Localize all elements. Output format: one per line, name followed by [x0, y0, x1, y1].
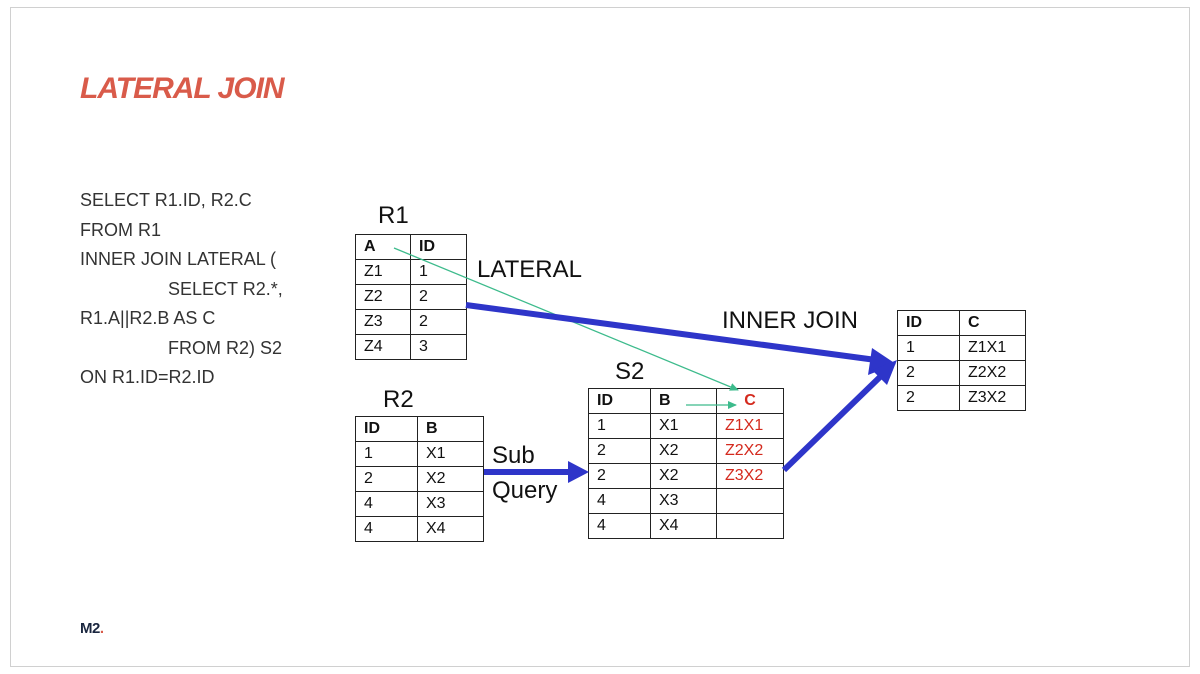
table-cell: [716, 513, 784, 539]
subquery-label-query: Query: [492, 477, 558, 504]
r2-label: R2: [383, 386, 414, 413]
table-row: 4 X3: [355, 491, 484, 517]
table-row: 2 X2: [355, 466, 484, 492]
table-cell: X4: [650, 513, 717, 539]
table-cell-highlight: Z2X2: [716, 438, 784, 464]
sql-line: INNER JOIN LATERAL (: [80, 249, 277, 269]
table-cell: Z2: [355, 284, 411, 310]
table-cell: X3: [650, 488, 717, 514]
lateral-label: LATERAL: [477, 256, 582, 283]
slide-title: LATERAL JOIN: [80, 72, 285, 105]
table-header-row: ID B: [355, 416, 484, 442]
table-header-cell: ID: [355, 416, 418, 442]
table-row: 4 X4: [588, 513, 784, 539]
table-header-cell: ID: [588, 388, 651, 414]
table-row: 4 X4: [355, 516, 484, 542]
table-cell: X2: [417, 466, 484, 492]
s2-label: S2: [615, 358, 645, 385]
table-header-cell: ID: [897, 310, 960, 336]
table-cell: Z4: [355, 334, 411, 360]
table-cell: 4: [355, 516, 418, 542]
table-cell: 1: [588, 413, 651, 439]
table-row: Z3 2: [355, 309, 467, 335]
sql-line: SELECT R2.*,: [168, 278, 283, 299]
table-row: Z4 3: [355, 334, 467, 360]
table-s2: ID B C 1 X1 Z1X1 2 X2 Z2X2 2 X2 Z3X2 4 X…: [588, 388, 784, 539]
sql-line: R1.A||R2.B AS C: [80, 308, 216, 328]
table-cell: X4: [417, 516, 484, 542]
subquery-arrowhead: [568, 461, 589, 483]
s2-to-result-arrowhead: [872, 360, 897, 385]
logo-dot: .: [99, 620, 104, 637]
inner-join-arrow: [465, 302, 877, 363]
table-cell: 4: [588, 513, 651, 539]
inner-join-arrowhead: [868, 348, 896, 375]
table-cell-highlight: Z3X2: [716, 463, 784, 489]
logo-text: M2: [80, 620, 100, 637]
table-result: ID C 1 Z1X1 2 Z2X2 2 Z3X2: [897, 310, 1026, 411]
table-row: Z2 2: [355, 284, 467, 310]
table-r2: ID B 1 X1 2 X2 4 X3 4 X4: [355, 416, 484, 542]
sql-code-block: SELECT R1.ID, R2.C FROM R1 INNER JOIN LA…: [80, 186, 283, 393]
table-row: 2 X2 Z2X2: [588, 438, 784, 464]
sql-line: FROM R1: [80, 219, 161, 240]
table-cell: Z3: [355, 309, 411, 335]
table-cell: X2: [650, 463, 717, 489]
table-cell: 3: [410, 334, 467, 360]
s2-to-result-arrow: [781, 374, 883, 473]
sql-line: ON R1.ID=R2.ID: [80, 367, 215, 387]
subquery-label-sub: Sub: [492, 442, 535, 469]
table-r1: A ID Z1 1 Z2 2 Z3 2 Z4 3: [355, 234, 467, 360]
table-cell: 2: [897, 360, 960, 386]
table-cell: X3: [417, 491, 484, 517]
table-cell: 4: [588, 488, 651, 514]
table-row: 2 Z3X2: [897, 385, 1026, 411]
table-cell: Z3X2: [959, 385, 1026, 411]
table-header-cell-highlight: C: [716, 388, 784, 414]
table-row: 1 X1 Z1X1: [588, 413, 784, 439]
r1-label: R1: [378, 202, 409, 229]
table-cell: X2: [650, 438, 717, 464]
sql-line: FROM R2) S2: [168, 337, 283, 358]
table-header-row: ID C: [897, 310, 1026, 336]
inner-join-label: INNER JOIN: [722, 307, 859, 334]
table-header-row: ID B C: [588, 388, 784, 414]
table-header-cell: C: [959, 310, 1026, 336]
m2-logo: M2.: [80, 620, 104, 637]
table-cell: X1: [417, 441, 484, 467]
table-cell: 1: [410, 259, 467, 285]
sql-line: SELECT R1.ID, R2.C: [80, 190, 252, 210]
